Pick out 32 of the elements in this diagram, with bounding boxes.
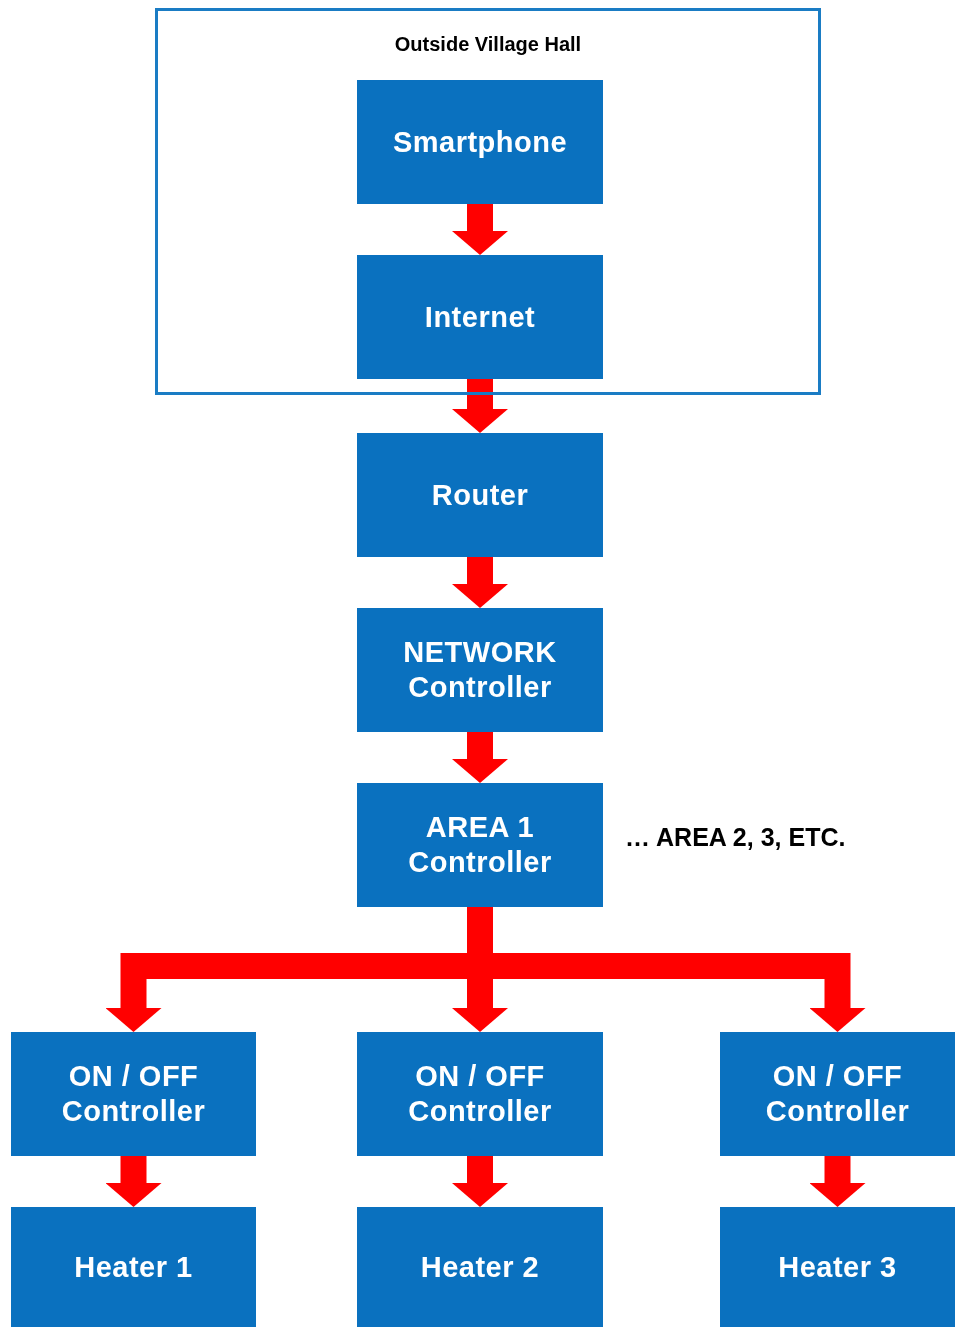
- arrow: [452, 379, 508, 433]
- box-label: ON / OFF Controller: [60, 1059, 207, 1129]
- process-box: [357, 255, 603, 379]
- box-label: Heater 3: [777, 1249, 898, 1285]
- process-box: [357, 1207, 603, 1327]
- box-label: Internet: [423, 299, 537, 335]
- box-label: Smartphone: [391, 124, 569, 160]
- process-box: [357, 783, 603, 907]
- box-label: AREA 1 Controller: [407, 810, 553, 880]
- process-box: [357, 80, 603, 204]
- box-label: NETWORK Controller: [402, 635, 558, 705]
- group-heading: Outside Village Hall: [393, 33, 583, 56]
- box-label: Router: [430, 477, 530, 513]
- arrow: [105, 1156, 162, 1207]
- process-box: [357, 433, 603, 557]
- process-box: [11, 1032, 256, 1156]
- arrow: [452, 204, 508, 255]
- box-label: Heater 1: [73, 1249, 194, 1285]
- arrow: [452, 1156, 508, 1207]
- box-label: ON / OFF Controller: [407, 1059, 553, 1129]
- process-box: [357, 1032, 603, 1156]
- box-label: Heater 2: [419, 1249, 541, 1285]
- note-text: … AREA 2, 3, ETC.: [625, 823, 846, 852]
- arrow: [452, 732, 508, 783]
- arrow: [809, 1156, 866, 1207]
- arrow: [452, 557, 508, 608]
- process-box: [357, 608, 603, 732]
- process-box: [720, 1032, 955, 1156]
- box-label: ON / OFF Controller: [764, 1059, 911, 1129]
- process-box: [11, 1207, 256, 1327]
- group-frame: [155, 8, 821, 395]
- process-box: [720, 1207, 955, 1327]
